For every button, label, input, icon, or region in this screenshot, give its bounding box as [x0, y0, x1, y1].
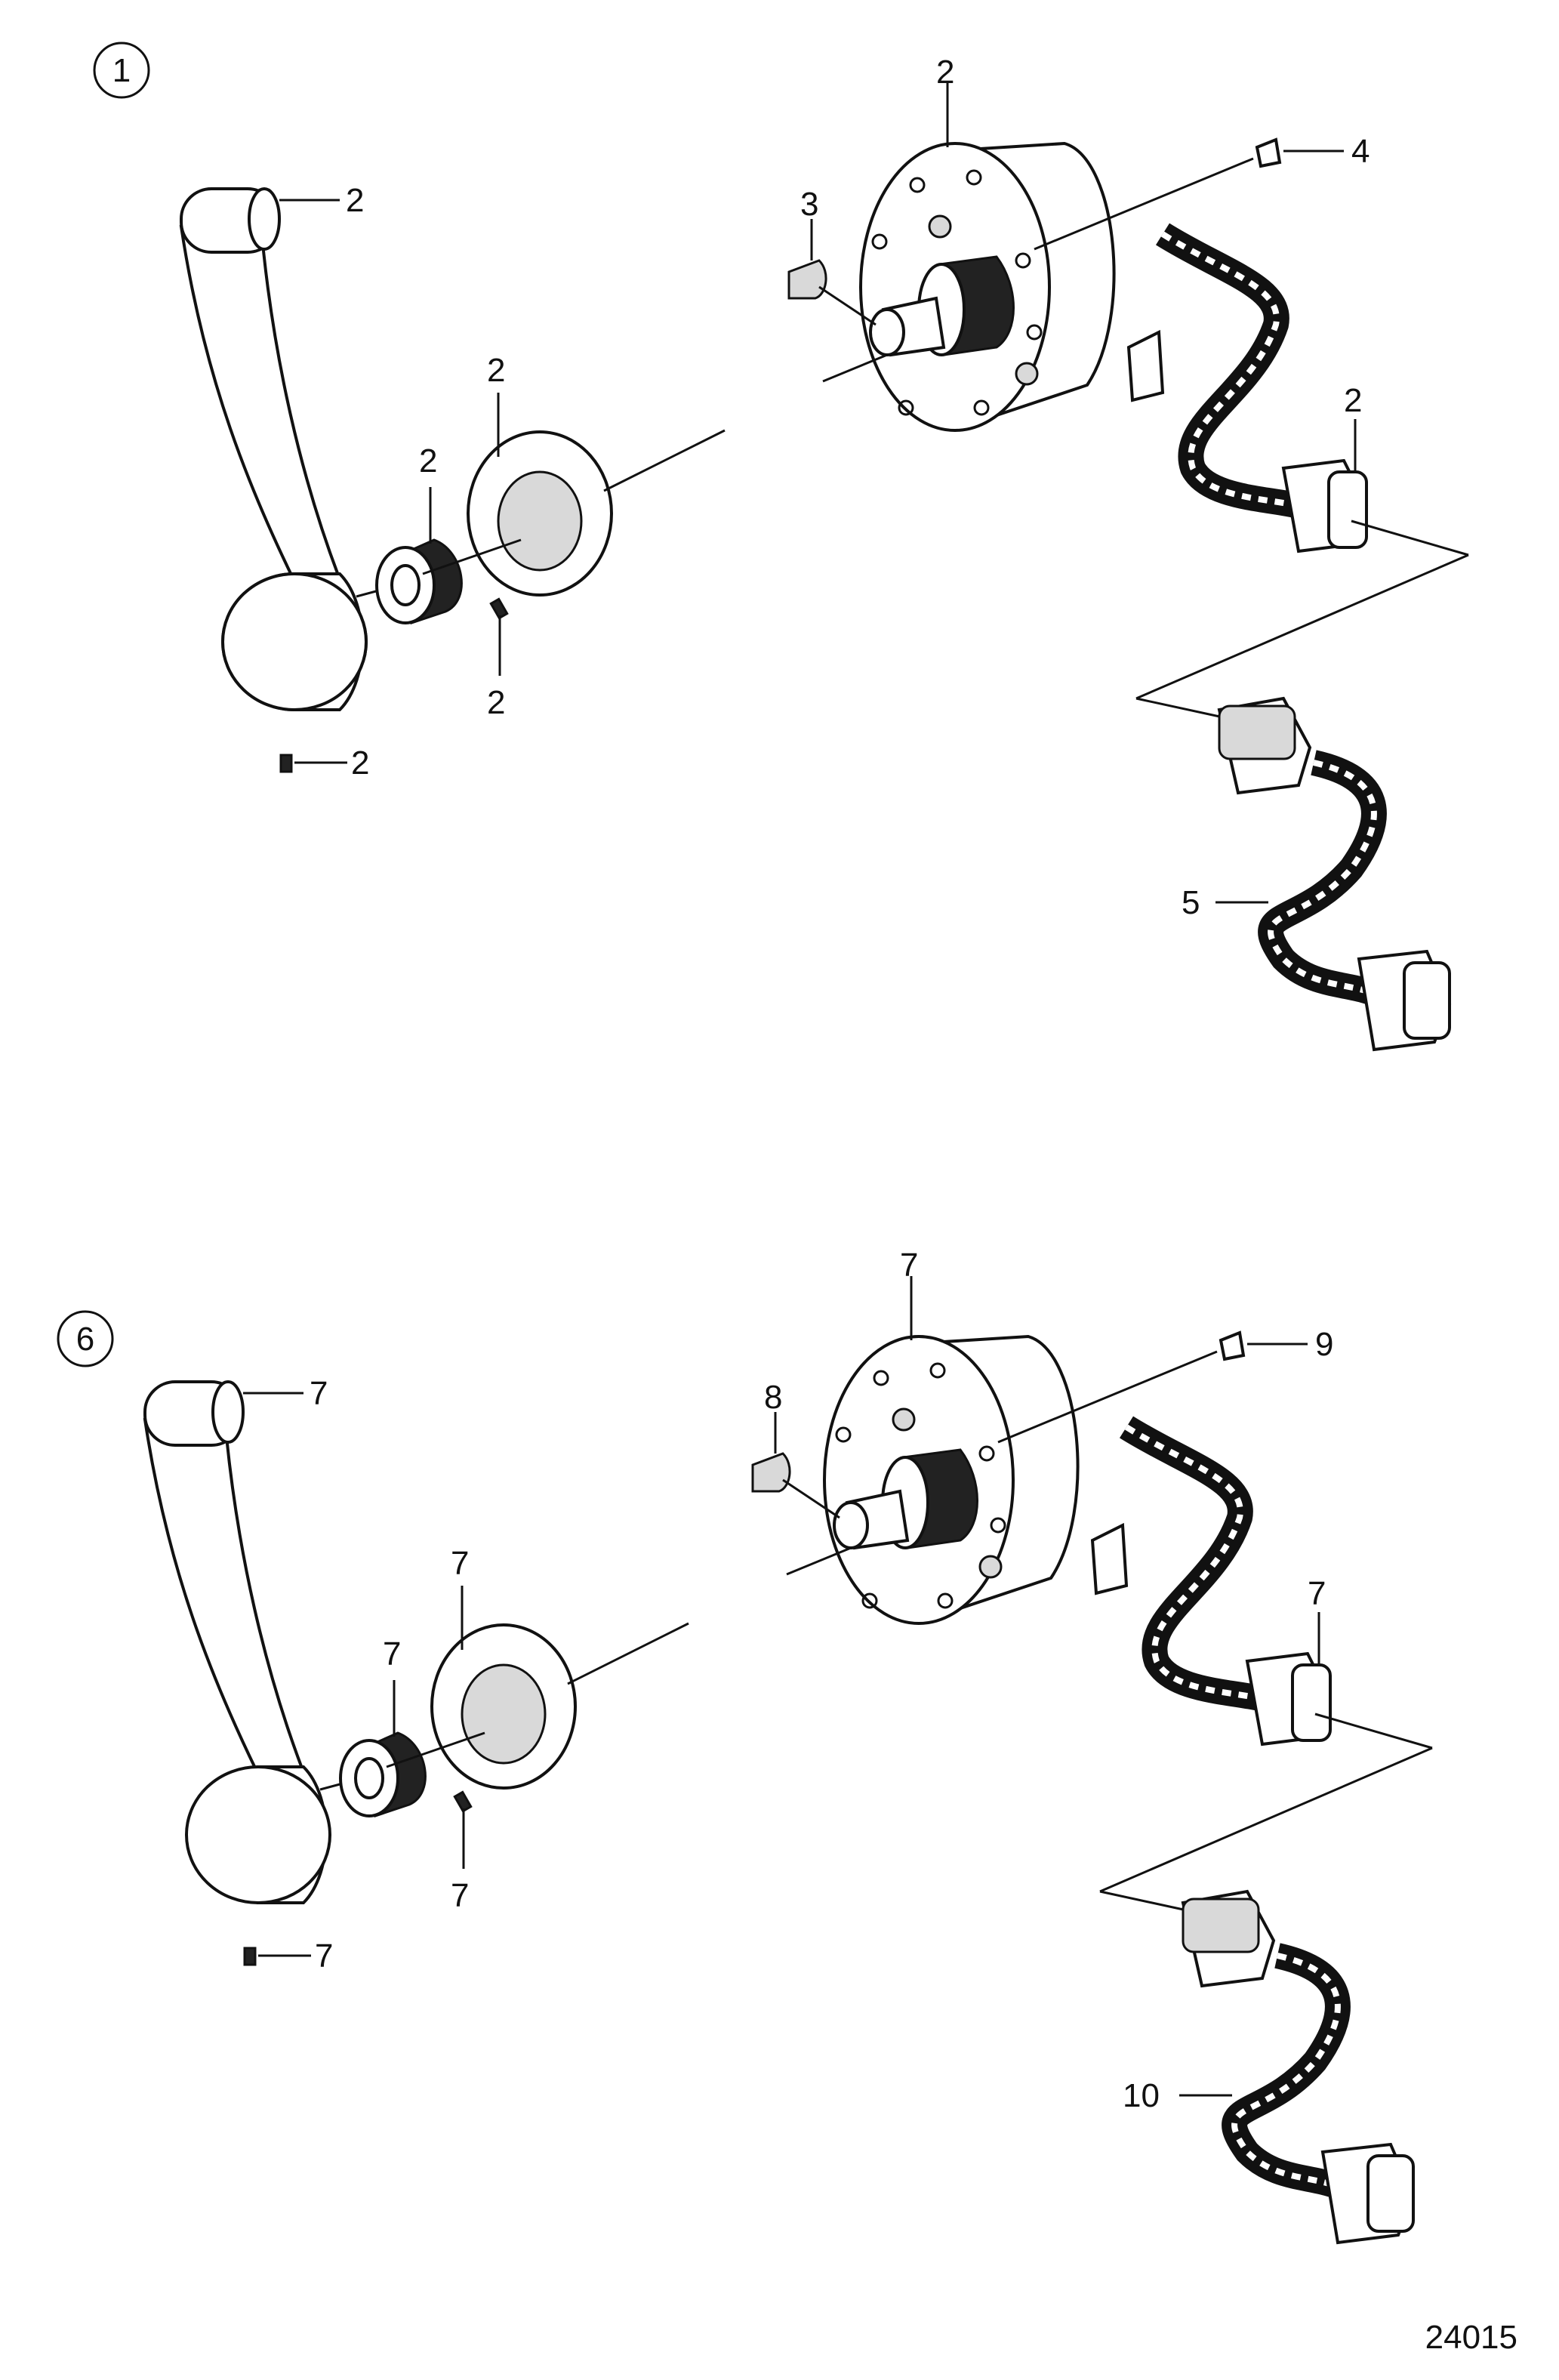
callout-sleeve: 7	[383, 1635, 401, 1672]
callout-connector: 2	[1344, 382, 1362, 419]
callout-knob: 7	[310, 1375, 328, 1412]
callout-sleeve-screw: 7	[451, 1877, 469, 1914]
bezel	[422, 429, 726, 597]
control-unit	[751, 1330, 1246, 1625]
wiring-harness-a	[1135, 223, 1469, 719]
callout-sleeve-screw: 2	[487, 684, 505, 721]
callout-housing: 7	[900, 1247, 918, 1284]
callout-housing: 2	[936, 54, 954, 91]
callout-key: 3	[800, 186, 818, 223]
assembly-1-marker: 1	[93, 42, 150, 99]
callout-sleeve: 2	[419, 442, 437, 479]
control-unit	[787, 137, 1282, 432]
callout-screw: 9	[1315, 1326, 1333, 1363]
lever-setscrew	[243, 1947, 257, 1966]
callout-knob: 2	[346, 182, 364, 219]
assembly-2-marker: 6	[57, 1310, 114, 1367]
callout-bezel: 7	[451, 1545, 469, 1582]
callout-screw: 4	[1351, 133, 1370, 170]
key	[787, 259, 827, 300]
sleeve-screw	[453, 1790, 473, 1813]
callout-harness: 5	[1182, 884, 1200, 921]
callout-key: 8	[764, 1379, 782, 1416]
sleeve-screw	[489, 597, 509, 620]
figure-id: 24015	[1425, 2319, 1517, 2356]
assembly-2-number: 6	[76, 1321, 94, 1358]
assembly-2: 6	[57, 1247, 1433, 2245]
bezel	[386, 1622, 689, 1790]
callout-bezel: 2	[487, 352, 505, 389]
wiring-harness-5	[1217, 696, 1452, 1052]
callout-connector: 7	[1308, 1575, 1326, 1612]
wiring-harness-10	[1181, 1889, 1416, 2245]
threaded-sleeve	[375, 538, 509, 624]
wiring-harness-a	[1099, 1416, 1433, 1912]
lever-setscrew	[279, 754, 293, 773]
callouts-assembly-1: 2 2 2 2 2 2 3 4 2 5	[279, 54, 1370, 921]
callouts-assembly-2: 7 7 7 7 7 7 8 9 7 10	[243, 1247, 1333, 2114]
callout-harness: 10	[1123, 2077, 1160, 2114]
threaded-sleeve	[339, 1731, 473, 1817]
callout-setscrew: 7	[315, 1938, 333, 1975]
callout-setscrew: 2	[351, 745, 369, 782]
assembly-1-number: 1	[112, 52, 131, 89]
lever-hub	[185, 1765, 331, 1904]
key	[751, 1452, 791, 1493]
control-lever	[143, 1380, 363, 1966]
assembly-1: 1	[93, 42, 1469, 1052]
control-lever	[179, 187, 399, 773]
